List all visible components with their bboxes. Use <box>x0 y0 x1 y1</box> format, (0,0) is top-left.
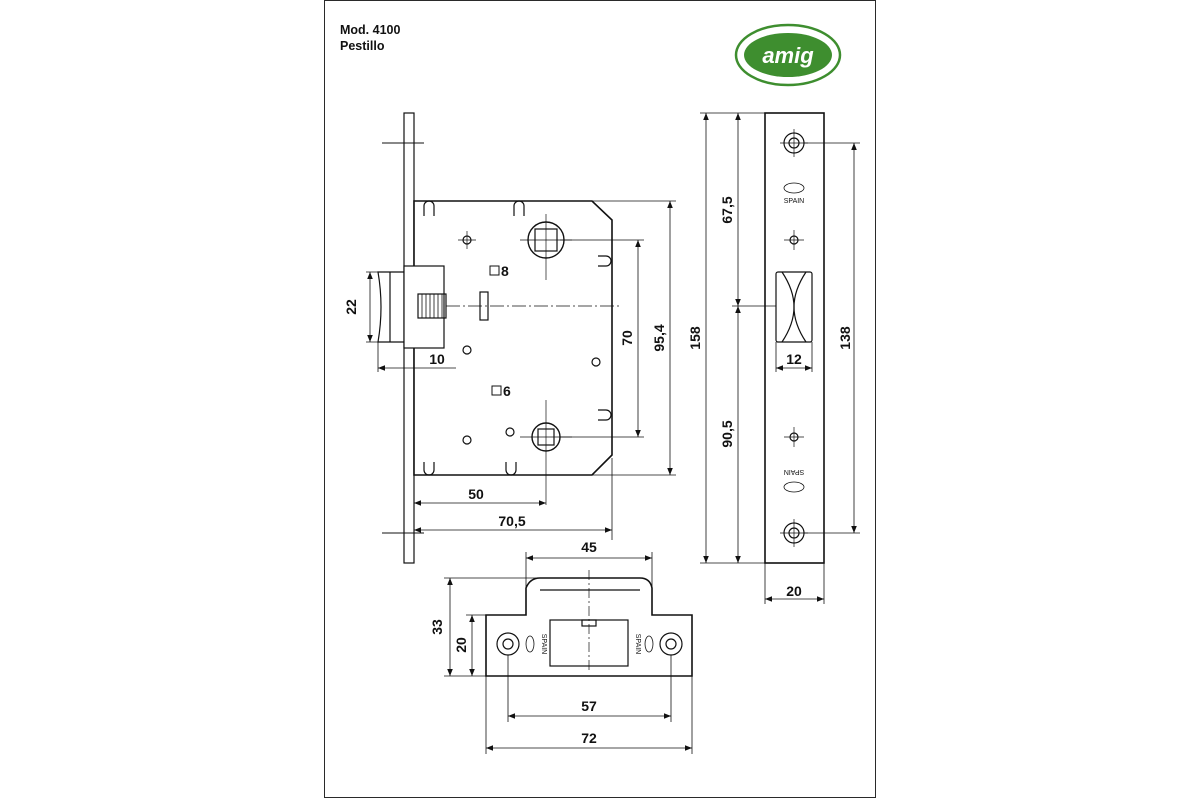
dim-strike-length: 72 <box>581 730 597 746</box>
faceplate-view <box>764 112 825 564</box>
dim-strike-screws: 57 <box>581 698 597 714</box>
dim-latch-projection: 10 <box>429 351 445 367</box>
title-block: Mod. 4100 Pestillo <box>340 22 400 54</box>
faceplate-marking-top: SPAIN <box>784 198 805 205</box>
lock-body-view <box>377 112 620 564</box>
dim-strike-depth: 33 <box>429 619 445 635</box>
strike-plate-dimensions <box>444 552 693 754</box>
spindle-square-label: 8 <box>501 263 509 279</box>
faceplate-marking-bottom: SPAIN <box>784 468 805 475</box>
dim-lower-to-latch: 90,5 <box>719 420 735 447</box>
dim-case-depth: 70,5 <box>498 513 525 529</box>
dim-strike-height: 20 <box>453 637 469 653</box>
thumbturn-square-label: 6 <box>503 383 511 399</box>
model-label: Mod. 4100 <box>340 23 401 37</box>
product-label: Pestillo <box>340 39 385 53</box>
logo-text: amig <box>762 43 814 68</box>
strike-marking-left: SPAIN <box>540 634 547 655</box>
lock-body-dimensions <box>366 200 676 540</box>
dim-latch-width: 12 <box>786 351 802 367</box>
dim-latch-height: 22 <box>343 299 359 315</box>
dim-upper-to-latch: 67,5 <box>719 196 735 223</box>
dim-case-height: 95,4 <box>651 324 667 351</box>
brand-logo: amig <box>734 23 842 87</box>
dim-backset: 50 <box>468 486 484 502</box>
dim-strike-recess: 45 <box>581 539 597 555</box>
dim-screw-spacing: 138 <box>837 326 853 350</box>
dim-faceplate-length: 158 <box>687 326 703 350</box>
dim-spindle-distance: 70 <box>619 330 635 346</box>
strike-marking-right: SPAIN <box>634 634 641 655</box>
faceplate-dimensions <box>700 112 860 604</box>
strike-plate-view <box>485 570 693 677</box>
dim-faceplate-width: 20 <box>786 583 802 599</box>
